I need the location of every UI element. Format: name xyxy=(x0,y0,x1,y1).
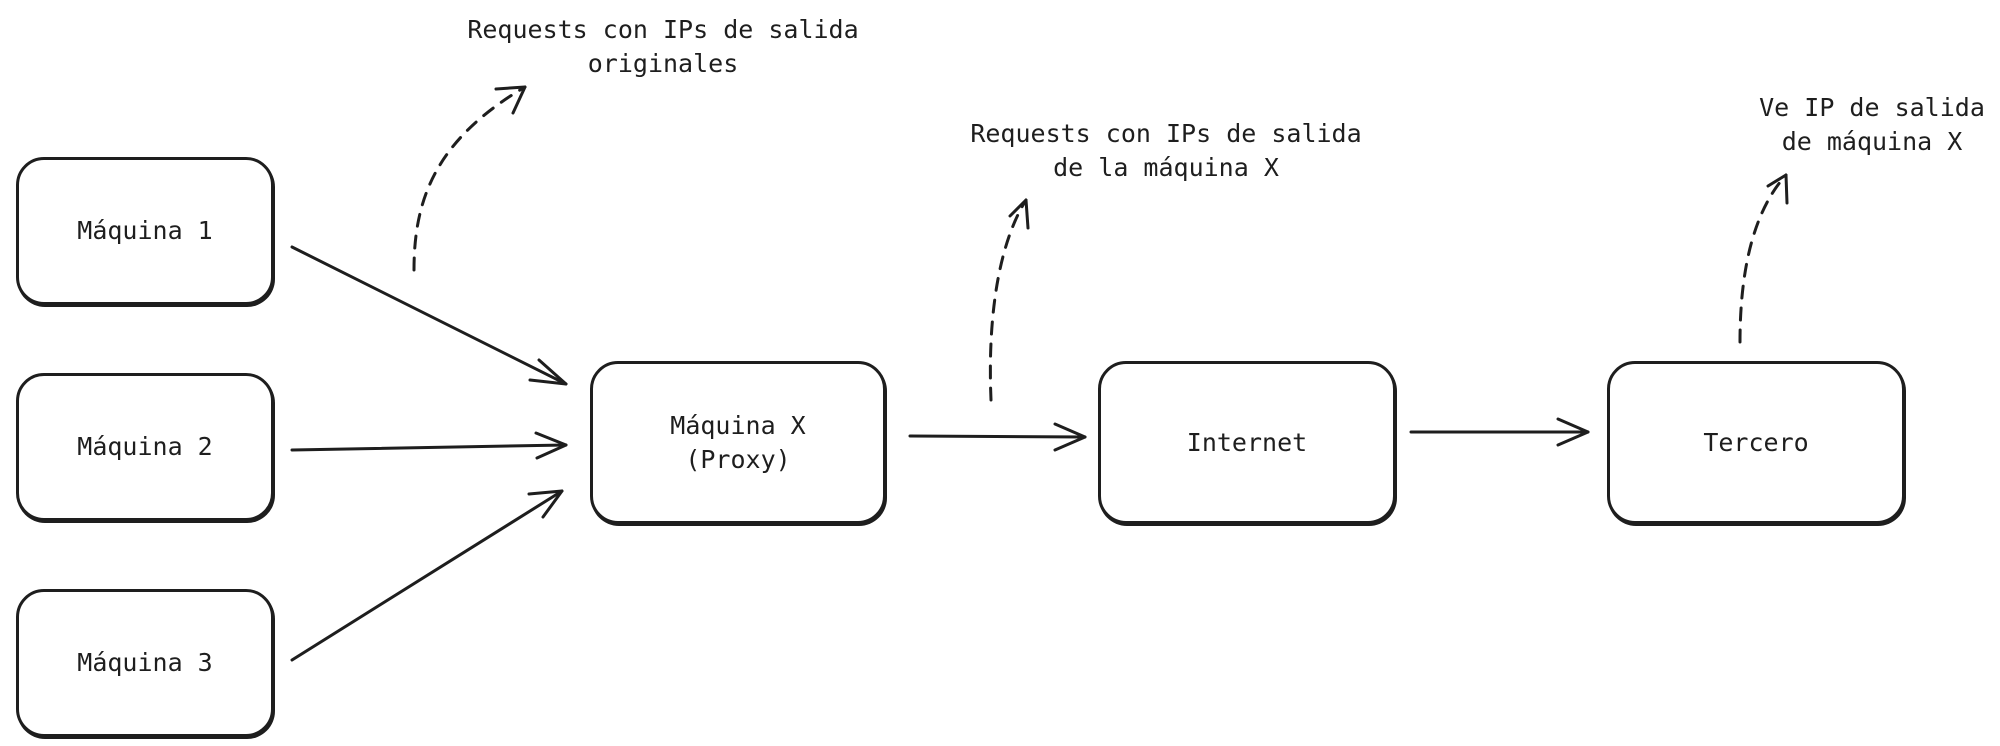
node-label-line: Máquina X xyxy=(670,410,806,440)
node-proxy: Máquina X (Proxy) xyxy=(590,361,886,524)
arrow-maquina1-to-proxy xyxy=(290,245,568,386)
dashed-arrow-proxy-ips xyxy=(988,198,1030,402)
note-line: Requests con IPs de salida xyxy=(970,119,1362,148)
note-line: Requests con IPs de salida xyxy=(467,15,859,44)
node-label: Máquina X (Proxy) xyxy=(670,409,805,477)
note-line: Ve IP de salida xyxy=(1759,93,1985,122)
arrow-maquina3-to-proxy xyxy=(290,489,564,662)
note-original-ips: Requests con IPs de salida originales xyxy=(458,13,868,81)
note-third-party: Ve IP de salida de máquina X xyxy=(1752,91,1992,159)
node-label: Internet xyxy=(1186,427,1308,457)
arrow-proxy-to-internet xyxy=(908,422,1087,452)
node-label: Máquina 2 xyxy=(77,432,213,461)
arrow-maquina2-to-proxy xyxy=(290,431,568,460)
dashed-arrow-original-ips xyxy=(412,85,527,272)
node-label-line: (Proxy) xyxy=(685,444,791,474)
node-tercero: Tercero xyxy=(1607,361,1905,524)
node-maquina-1: Máquina 1 xyxy=(16,157,274,305)
node-maquina-3: Máquina 3 xyxy=(16,589,274,737)
node-maquina-2: Máquina 2 xyxy=(16,373,274,521)
node-label: Máquina 3 xyxy=(77,648,213,677)
node-internet: Internet xyxy=(1098,361,1396,524)
note-line: de la máquina X xyxy=(1053,153,1279,182)
node-label: Máquina 1 xyxy=(77,216,213,245)
note-line: de máquina X xyxy=(1781,127,1963,156)
dashed-arrow-third-party xyxy=(1738,173,1789,344)
note-line: originales xyxy=(587,49,739,78)
arrow-internet-to-tercero xyxy=(1409,417,1590,447)
node-label: Tercero xyxy=(1703,427,1809,457)
note-proxy-ips: Requests con IPs de salida de la máquina… xyxy=(961,117,1371,185)
